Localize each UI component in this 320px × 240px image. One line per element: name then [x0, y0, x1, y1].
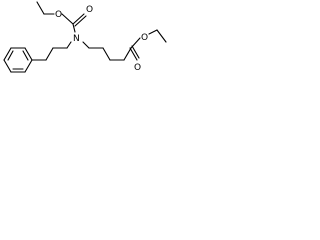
chain-bond — [82, 41, 90, 49]
ester-double-bond — [129, 47, 138, 61]
chain-bond — [45, 47, 54, 61]
carbonyl-right-oxygen-label: O — [134, 63, 141, 73]
chain-bond — [102, 47, 111, 61]
carbonyl-double-bond — [74, 15, 87, 27]
ethyl-bond — [36, 1, 45, 15]
carbonyl-to-o-bond — [61, 13, 74, 25]
carbonyl-carbamate-oxygen-label: O — [86, 5, 93, 15]
benzene-ring — [3, 47, 33, 73]
chain-bond — [123, 47, 132, 61]
ring-bond — [24, 59, 33, 73]
ester-single-bond — [130, 37, 141, 49]
carbonyl-double-bond — [72, 13, 85, 25]
chemical-structure-diagram: O O N O O — [3, 1, 167, 73]
ester-carbamate-oxygen-label: O — [55, 10, 62, 20]
ring-inner-double-bond — [7, 50, 14, 61]
ring-inner-double-bond — [22, 50, 29, 61]
ring-bond — [24, 47, 33, 61]
right-ester-group — [129, 29, 167, 61]
ester-double-bond — [131, 45, 140, 59]
ethyl-bond — [156, 29, 167, 43]
phenethyl-chain — [31, 41, 72, 61]
n-to-carbonyl-bond — [72, 23, 76, 33]
butanoate-chain — [82, 41, 132, 61]
ethyl-o-bond — [148, 29, 158, 35]
ring-bond — [3, 47, 12, 61]
ester-right-oxygen-label: O — [141, 33, 148, 43]
ring-bond — [3, 59, 12, 73]
chain-bond — [66, 41, 72, 49]
amine-nitrogen-label: N — [73, 34, 80, 44]
carbamate-group — [36, 1, 87, 33]
